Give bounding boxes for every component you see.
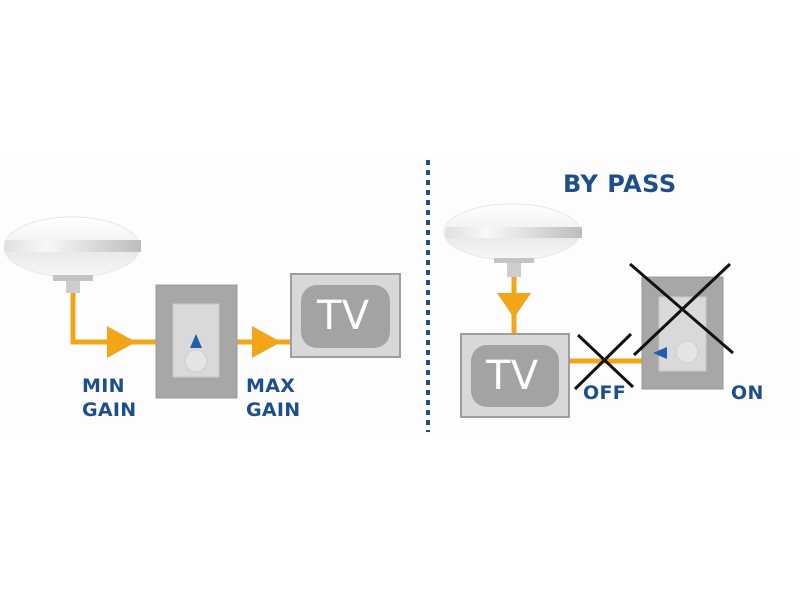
cross-mark-icon xyxy=(573,332,635,391)
max-gain-label: GAIN xyxy=(246,399,301,421)
min-label: MIN xyxy=(82,375,125,397)
arrow-icon xyxy=(497,293,531,318)
arrow-icon xyxy=(107,326,136,358)
left-tv-label: TV xyxy=(317,293,370,339)
on-label: ON xyxy=(731,382,764,404)
left-antenna-dome-icon xyxy=(3,216,141,293)
max-label: MAX xyxy=(246,375,296,397)
left-tv-icon xyxy=(290,273,401,358)
off-label: OFF xyxy=(583,382,627,404)
gain-indicator-icon xyxy=(190,334,202,348)
min-gain-label: GAIN xyxy=(82,399,137,421)
left-amplifier-box-icon xyxy=(155,284,238,399)
bypass-indicator-icon xyxy=(653,347,667,359)
arrow-icon xyxy=(252,326,281,358)
left-signal-path xyxy=(70,293,290,358)
right-tv-icon xyxy=(460,333,570,418)
right-antenna-dome-icon xyxy=(443,203,582,277)
bypass-title: BY PASS xyxy=(563,170,677,198)
cross-mark-icon xyxy=(629,262,734,357)
right-tv-label: TV xyxy=(486,353,539,399)
